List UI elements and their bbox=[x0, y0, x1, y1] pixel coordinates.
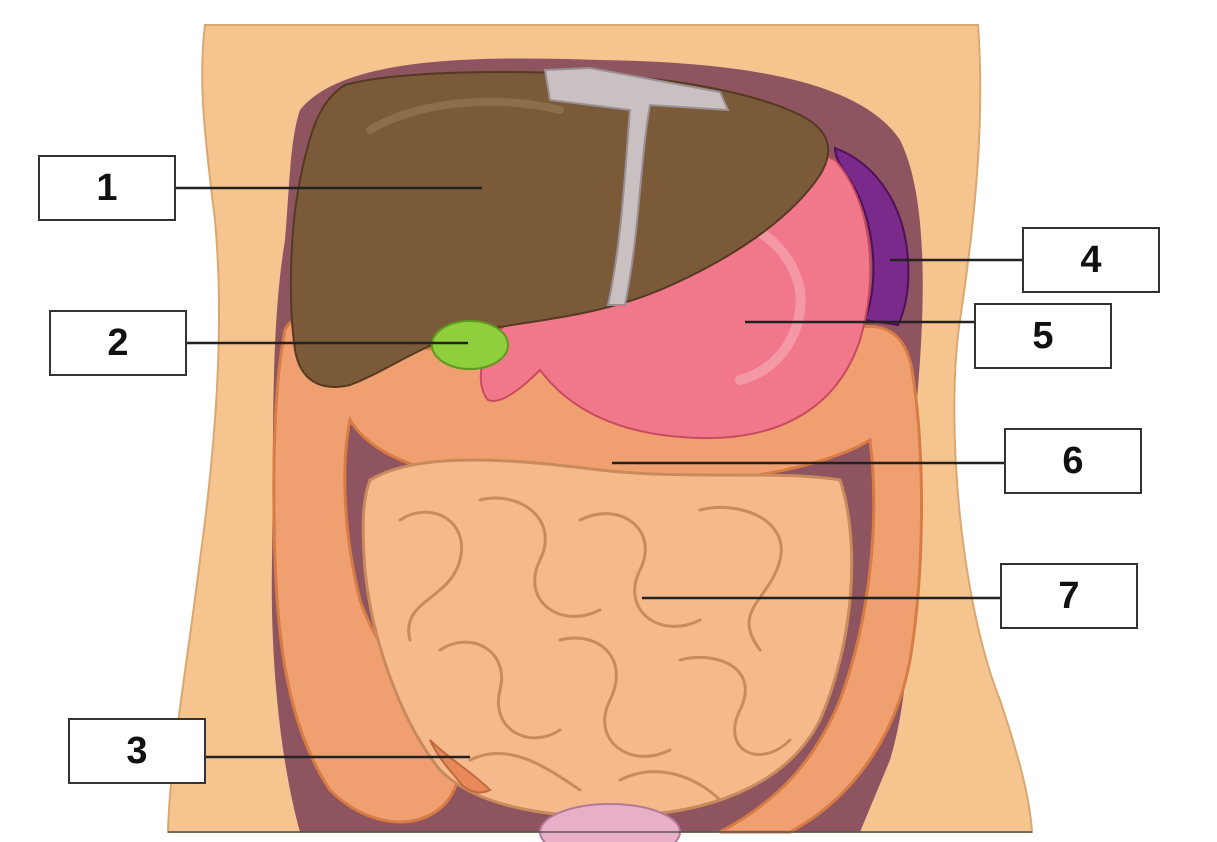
intestine-folds bbox=[398, 496, 792, 802]
label-box-7: 7 bbox=[1000, 563, 1138, 629]
small-intestine bbox=[361, 458, 854, 818]
label-box-5: 5 bbox=[974, 303, 1112, 369]
label-box-1: 1 bbox=[38, 155, 176, 221]
label-box-6: 6 bbox=[1004, 428, 1142, 494]
liver-highlight bbox=[366, 97, 564, 134]
label-box-3: 3 bbox=[68, 718, 206, 784]
label-box-4: 4 bbox=[1022, 227, 1160, 293]
appendix bbox=[429, 739, 492, 794]
falciform-ligament bbox=[543, 66, 730, 306]
label-box-2: 2 bbox=[49, 310, 187, 376]
gallbladder bbox=[431, 320, 509, 370]
leader-lines bbox=[176, 186, 1022, 759]
